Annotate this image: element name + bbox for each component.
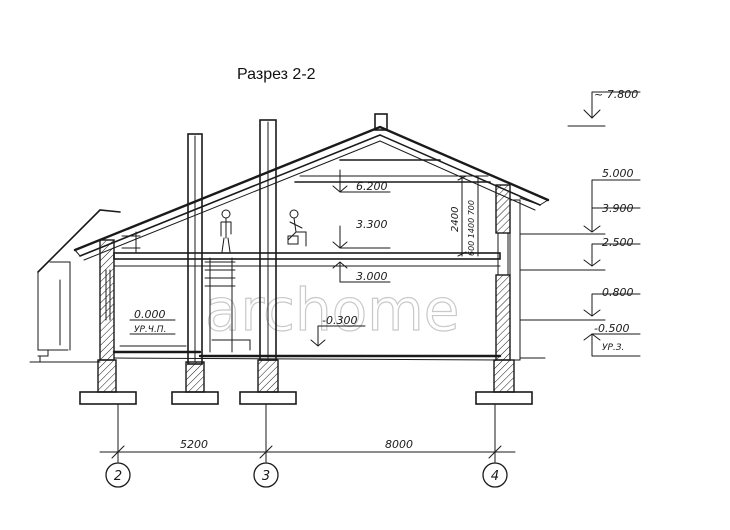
svg-text:2: 2 [114, 469, 122, 484]
svg-text:УР.Ч.П.: УР.Ч.П. [134, 325, 166, 335]
figure-standing [220, 209, 232, 253]
figure-sitting [287, 209, 307, 247]
right-outer-cladding [509, 199, 521, 361]
left-extension [29, 209, 121, 363]
svg-text:2400: 2400 [450, 207, 461, 232]
mark-minus-0300: -0.300 [310, 314, 366, 347]
svg-text:3.000: 3.000 [356, 270, 388, 283]
eave-dimension [121, 231, 141, 253]
right-wall-lower [495, 274, 511, 361]
level-ground-label: УР.З. [602, 343, 624, 353]
mark-3300: 3.300 [332, 218, 391, 249]
dim-left-span: 5200 [180, 438, 208, 451]
svg-text:6.200: 6.200 [356, 180, 388, 193]
axis-marker-4: 4 [482, 462, 508, 488]
levels-right [519, 91, 641, 357]
axis-marker-2: 2 [105, 462, 131, 488]
stair [204, 257, 251, 353]
level-2500: 2.500 [602, 236, 634, 249]
main-roof [73, 113, 550, 261]
mark-6200: 6.200 [332, 169, 391, 193]
ground-floor-slab [112, 350, 502, 361]
upper-floor-slab [113, 252, 501, 267]
section-title: Разрез 2-2 [237, 66, 316, 83]
level-minus-0500: -0.500 [594, 322, 629, 335]
chimney-left [187, 133, 203, 365]
right-wall-window-jamb [497, 232, 509, 276]
svg-text:0.000: 0.000 [134, 308, 166, 321]
foundation-left [79, 359, 137, 405]
svg-text:-0.300: -0.300 [322, 314, 357, 327]
dimension-line [99, 445, 516, 459]
level-3900: 3.900 [602, 202, 634, 215]
wall-height-dim: 2400 600 1400 700 [450, 175, 479, 257]
level-5000: 5.000 [602, 167, 634, 180]
svg-text:4: 4 [491, 469, 499, 484]
watermark-text: archome [205, 276, 459, 344]
foundation-chimney-left [171, 361, 219, 405]
dim-right-span: 8000 [385, 438, 413, 451]
svg-text:3: 3 [262, 469, 270, 484]
ground-line [39, 357, 546, 363]
level-ridge: ~ 7.800 [594, 88, 638, 101]
right-wall-upper [495, 184, 511, 234]
svg-text:3.300: 3.300 [356, 218, 388, 231]
svg-text:600 1400 700: 600 1400 700 [467, 200, 476, 256]
foundation-middle [239, 359, 297, 405]
foundation-right [475, 359, 533, 405]
axis-lines [117, 404, 496, 463]
mark-0000: 0.000 УР.Ч.П. [129, 308, 176, 335]
level-0800: 0.800 [602, 286, 634, 299]
mark-3000: 3.000 [332, 261, 391, 283]
left-wall [99, 239, 115, 361]
attic-ceiling [294, 159, 491, 183]
left-room-window [105, 269, 111, 321]
axis-marker-3: 3 [253, 462, 279, 488]
